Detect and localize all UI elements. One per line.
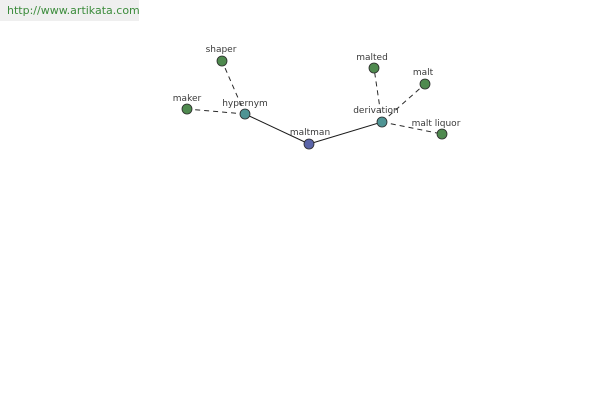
node-center[interactable]: maltman: [290, 128, 330, 150]
node-hypernym-dot[interactable]: [239, 108, 251, 120]
node-malted-label: malted: [356, 53, 388, 63]
node-shaper-label: shaper: [206, 45, 237, 55]
edge-derivation-malt: [381, 83, 426, 123]
node-hypernym-label: hypernym: [222, 99, 268, 109]
node-malt-dot[interactable]: [419, 78, 431, 90]
node-maker-label: maker: [173, 94, 202, 104]
node-center-label: maltman: [290, 128, 330, 138]
node-center-dot[interactable]: [303, 138, 315, 150]
node-derivation-dot[interactable]: [376, 116, 388, 128]
node-malt-liquor-label: malt liquor: [412, 119, 461, 129]
node-malt-label: malt: [413, 68, 434, 78]
node-malted-dot[interactable]: [368, 62, 380, 74]
graph-nodes: maltman hypernym derivation shaper maker…: [173, 45, 461, 150]
node-malted[interactable]: malted: [356, 53, 388, 74]
node-maker-dot[interactable]: [181, 103, 193, 115]
node-derivation-label: derivation: [353, 106, 399, 116]
edge-derivation-malt-liquor: [381, 121, 443, 135]
graph-edges: [186, 60, 443, 145]
edge-derivation-malted: [373, 67, 383, 123]
edge-center-derivation: [308, 121, 383, 145]
node-malt-liquor-dot[interactable]: [436, 128, 448, 140]
node-shaper-dot[interactable]: [216, 55, 228, 67]
edge-hypernym-shaper: [221, 60, 246, 115]
node-malt[interactable]: malt: [413, 68, 434, 90]
source-url[interactable]: http://www.artikata.com: [0, 0, 140, 21]
node-derivation[interactable]: derivation: [353, 106, 399, 128]
edge-center-hypernym: [244, 113, 310, 145]
node-shaper[interactable]: shaper: [206, 45, 237, 67]
node-hypernym[interactable]: hypernym: [222, 99, 268, 120]
edge-hypernym-maker: [186, 108, 246, 115]
node-malt-liquor[interactable]: malt liquor: [412, 119, 461, 140]
node-maker[interactable]: maker: [173, 94, 202, 115]
